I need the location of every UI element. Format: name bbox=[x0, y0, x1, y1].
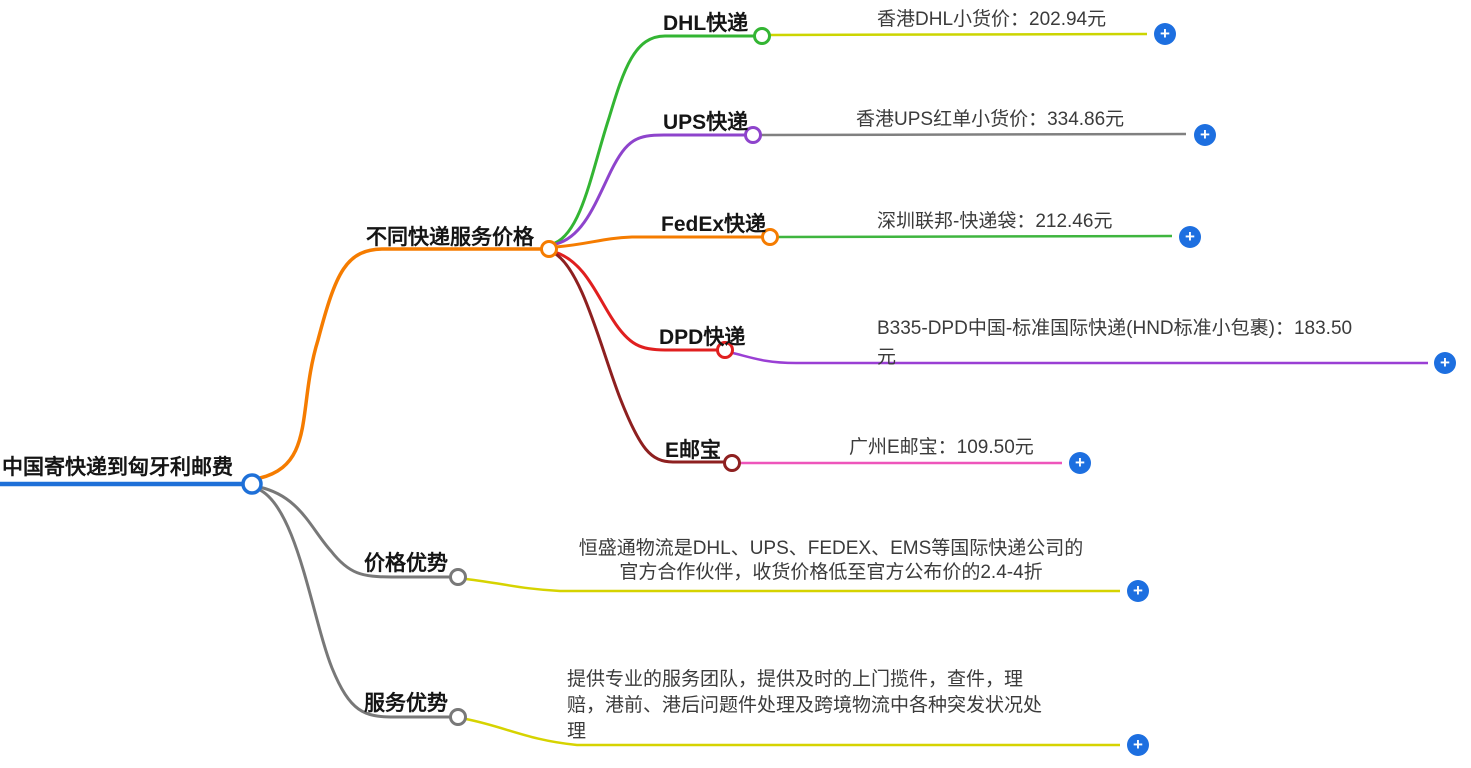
price-advantage-value[interactable]: 恒盛通物流是DHL、UPS、FEDEX、EMS等国际快递公司的 官方合作伙伴，收… bbox=[545, 537, 1117, 585]
expand-button-dhl[interactable]: + bbox=[1154, 23, 1176, 45]
branch-curve-eub bbox=[552, 251, 726, 464]
service-advantage-value[interactable]: 提供专业的服务团队，提供及时的上门揽件，查件，理 赔，港前、港后问题件处理及跨境… bbox=[567, 667, 1115, 745]
dpd-node-label[interactable]: DPD快递 bbox=[659, 326, 746, 349]
service-advantage-value-line3: 理 bbox=[567, 721, 587, 742]
service-advantage-node-handle[interactable] bbox=[449, 708, 467, 726]
leaf-line-dpd bbox=[732, 351, 1428, 365]
dpd-price-value[interactable]: B335-DPD中国-标准国际快递(HND标准小包裹)：183.50 元 bbox=[877, 314, 1405, 372]
leaf-line-fedex bbox=[777, 234, 1173, 239]
ups-node-label[interactable]: UPS快递 bbox=[663, 111, 749, 134]
leaf-line-service-advantage bbox=[465, 717, 1120, 747]
dhl-node-label[interactable]: DHL快递 bbox=[663, 12, 749, 35]
fedex-node-label[interactable]: FedEx快递 bbox=[661, 213, 767, 236]
dhl-node-handle[interactable] bbox=[753, 27, 771, 45]
leaf-line-price-advantage bbox=[465, 577, 1120, 593]
eub-price-value[interactable]: 广州E邮宝：109.50元 bbox=[849, 437, 1034, 458]
leaf-line-dhl bbox=[769, 32, 1148, 37]
branch-curve-price-services bbox=[258, 247, 543, 480]
branch-curve-dhl bbox=[553, 34, 756, 245]
price-advantage-value-line1: 恒盛通物流是DHL、UPS、FEDEX、EMS等国际快递公司的 bbox=[578, 538, 1084, 559]
fedex-price-value[interactable]: 深圳联邦-快递袋：212.46元 bbox=[877, 211, 1113, 232]
root-node-handle[interactable] bbox=[241, 473, 263, 495]
expand-button-eub[interactable]: + bbox=[1069, 452, 1091, 474]
service-advantage-value-line2: 赔，港前、港后问题件处理及跨境物流中各种突发状况处 bbox=[567, 695, 1043, 716]
service-advantage-node-label[interactable]: 服务优势 bbox=[364, 692, 448, 715]
ups-price-value[interactable]: 香港UPS红单小货价：334.86元 bbox=[856, 109, 1125, 130]
expand-button-fedex[interactable]: + bbox=[1179, 226, 1201, 248]
branch-curve-price-advantage bbox=[257, 485, 452, 579]
price-branch-node-handle[interactable] bbox=[540, 240, 558, 258]
price-advantage-node-label[interactable]: 价格优势 bbox=[364, 552, 448, 575]
price-advantage-value-line2: 官方合作伙伴，收货价格低至官方公布价的2.4-4折 bbox=[619, 562, 1043, 583]
branch-curve-fedex bbox=[554, 235, 764, 249]
expand-button-dpd[interactable]: + bbox=[1434, 352, 1456, 374]
branch-curve-dpd bbox=[553, 250, 719, 352]
dhl-price-value[interactable]: 香港DHL小货价：202.94元 bbox=[877, 9, 1107, 30]
leaf-line-ups bbox=[760, 132, 1187, 137]
eub-node-label[interactable]: E邮宝 bbox=[665, 439, 722, 462]
eub-node-handle[interactable] bbox=[723, 454, 741, 472]
dpd-price-value-line1: B335-DPD中国-标准国际快递(HND标准小包裹)：183.50 bbox=[877, 318, 1353, 339]
dpd-node-handle[interactable] bbox=[716, 341, 734, 359]
price-advantage-node-handle[interactable] bbox=[449, 568, 467, 586]
expand-button-ups[interactable]: + bbox=[1194, 124, 1216, 146]
price-branch-node-label[interactable]: 不同快递服务价格 bbox=[366, 226, 534, 249]
service-advantage-value-line1: 提供专业的服务团队，提供及时的上门揽件，查件，理 bbox=[567, 669, 1024, 690]
branch-curve-ups bbox=[554, 133, 747, 246]
ups-node-handle[interactable] bbox=[744, 126, 762, 144]
root-node-label[interactable]: 中国寄快递到匈牙利邮费 bbox=[2, 456, 233, 479]
fedex-node-handle[interactable] bbox=[761, 228, 779, 246]
expand-button-price-advantage[interactable]: + bbox=[1127, 580, 1149, 602]
expand-button-service-advantage[interactable]: + bbox=[1127, 734, 1149, 756]
dpd-price-value-line2: 元 bbox=[877, 347, 897, 368]
branch-curve-service-advantage bbox=[256, 487, 452, 719]
